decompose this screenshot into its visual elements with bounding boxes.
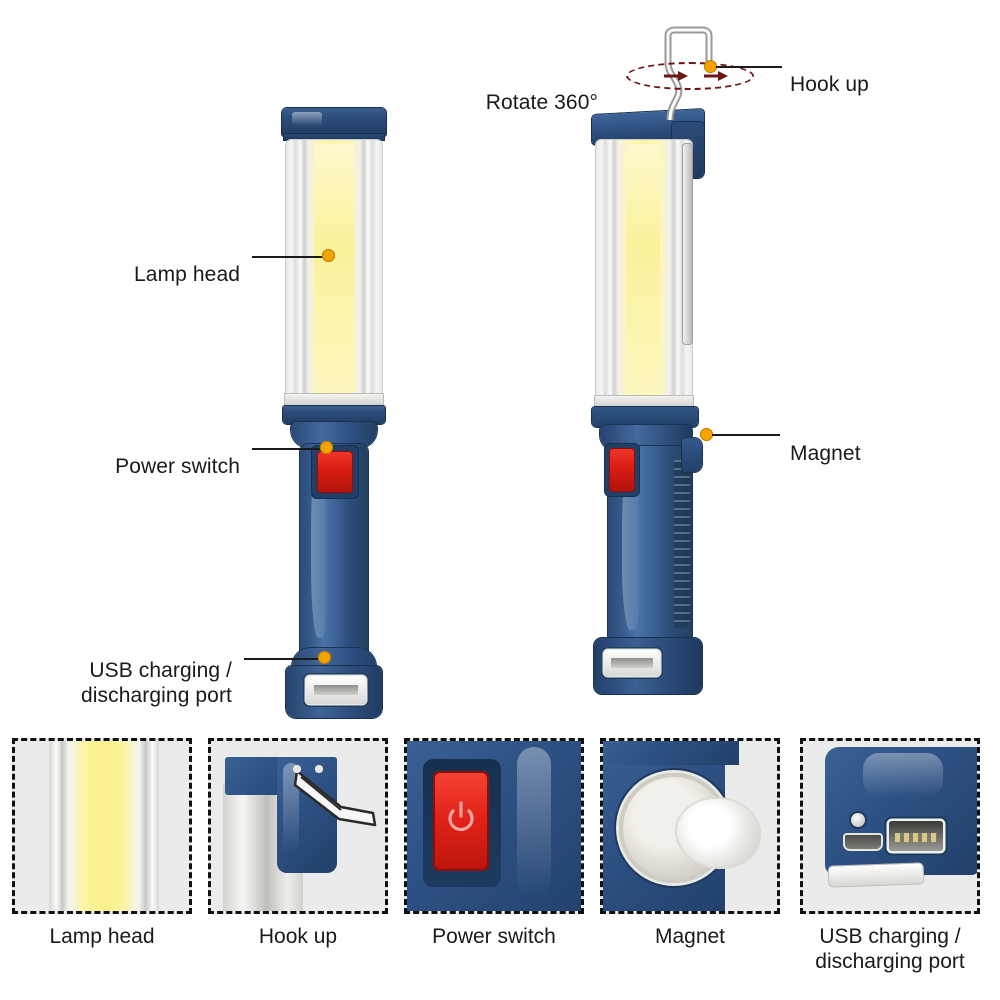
callout-usb-port: USB charging / discharging port [10, 634, 232, 708]
usb-a-slot [314, 685, 358, 695]
usb-port-plate-angled [604, 650, 660, 676]
rotation-indicator-ellipse [626, 62, 754, 90]
lamp-top-cap [282, 108, 386, 136]
handle-shoulder [291, 422, 377, 448]
leader-power-switch [252, 448, 327, 450]
callout-magnet-label: Magnet [790, 441, 861, 465]
callout-rotate-360: Rotate 360° [430, 66, 598, 116]
callout-dot-lamp-head [322, 249, 335, 262]
magnet-boss [682, 438, 702, 472]
product-angled-view [586, 108, 722, 694]
handle-gloss-closeup [517, 747, 551, 897]
thumbnail-power-switch[interactable]: Power switch [404, 738, 584, 948]
callout-dot-hook-up [704, 60, 717, 73]
power-switch-button[interactable] [317, 451, 353, 493]
callout-hook-up-label: Hook up [790, 72, 869, 96]
thumbnail-usb-port[interactable]: USB charging / discharging port [800, 738, 980, 973]
cap-gloss [292, 111, 322, 126]
hook-pivot-rivets [289, 763, 329, 775]
leader-hook-up [716, 66, 782, 68]
power-switch-button-angled[interactable] [609, 448, 635, 492]
base-gloss-closeup [863, 753, 943, 797]
cob-tube-closeup [49, 741, 159, 911]
usb-port-plate [306, 676, 366, 704]
leader-usb-port [244, 658, 326, 660]
thumbnail-lamp-head-image [12, 738, 192, 914]
detail-thumbnail-strip: Lamp head Hook up [0, 738, 1000, 1000]
power-switch-red-closeup[interactable] [433, 771, 489, 871]
rotation-arrow-icon [664, 71, 728, 81]
lamp-head-base-cap-angled [592, 407, 698, 427]
lamp-head-collar-angled [595, 396, 693, 409]
callout-magnet: Magnet [790, 417, 950, 467]
lamp-head-collar [285, 394, 383, 408]
callout-power-switch: Power switch [40, 430, 240, 480]
thumbnail-usb-port-caption: USB charging / discharging port [815, 925, 965, 974]
lamp-head-base-cap [283, 406, 385, 424]
magnet-body-top-closeup [603, 741, 739, 765]
leader-magnet [712, 434, 780, 436]
charge-indicator-led [851, 813, 865, 827]
rubber-port-cover [828, 863, 924, 887]
thumbnail-magnet-image [600, 738, 780, 914]
usb-a-slot-angled [611, 658, 653, 668]
thumbnail-power-switch-caption: Power switch [432, 925, 556, 948]
hook-bracket-closeup [277, 757, 337, 873]
handle-gloss-angled [622, 462, 642, 630]
thumbnail-usb-port-image [800, 738, 980, 914]
hook-wire-extended-icon [293, 769, 377, 827]
callout-hook-up: Hook up [790, 48, 950, 98]
product-front-view [272, 108, 398, 718]
callout-dot-usb-port [318, 651, 331, 664]
thumbnail-lamp-head-caption: Lamp head [49, 925, 155, 948]
attached-metal-part [675, 797, 761, 869]
cob-led-strip-angled [626, 144, 660, 394]
callout-rotate-360-label: Rotate 360° [485, 90, 598, 114]
callout-dot-power-switch [320, 441, 333, 454]
battery-base-closeup [825, 747, 977, 875]
hook-wire-folded [683, 144, 692, 344]
thumbnail-hook-up-image [208, 738, 388, 914]
handle-gloss [311, 458, 329, 638]
handle-body-angled [608, 446, 692, 646]
thumbnail-magnet-caption: Magnet [654, 925, 726, 948]
handle-grip-ribs [674, 460, 690, 628]
lamp-top-cap-lip [284, 134, 384, 140]
callout-power-switch-label: Power switch [115, 454, 240, 478]
callout-usb-port-label: USB charging / discharging port [80, 658, 232, 707]
hook-wire-icon [664, 26, 713, 120]
micro-usb-port [845, 835, 881, 849]
callout-lamp-head: Lamp head [60, 238, 240, 288]
callout-lamp-head-label: Lamp head [134, 262, 240, 286]
thumbnail-power-switch-image [404, 738, 584, 914]
cob-led-strip [314, 144, 354, 392]
thumbnail-magnet[interactable]: Magnet [600, 738, 780, 948]
power-symbol-icon [448, 801, 474, 832]
leader-lamp-head [252, 256, 330, 258]
thumbnail-hook-up-caption: Hook up [258, 925, 338, 948]
usb-a-contacts [895, 833, 937, 842]
callout-dot-magnet [700, 428, 713, 441]
thumbnail-hook-up[interactable]: Hook up [208, 738, 388, 948]
thumbnail-lamp-head[interactable]: Lamp head [12, 738, 192, 948]
